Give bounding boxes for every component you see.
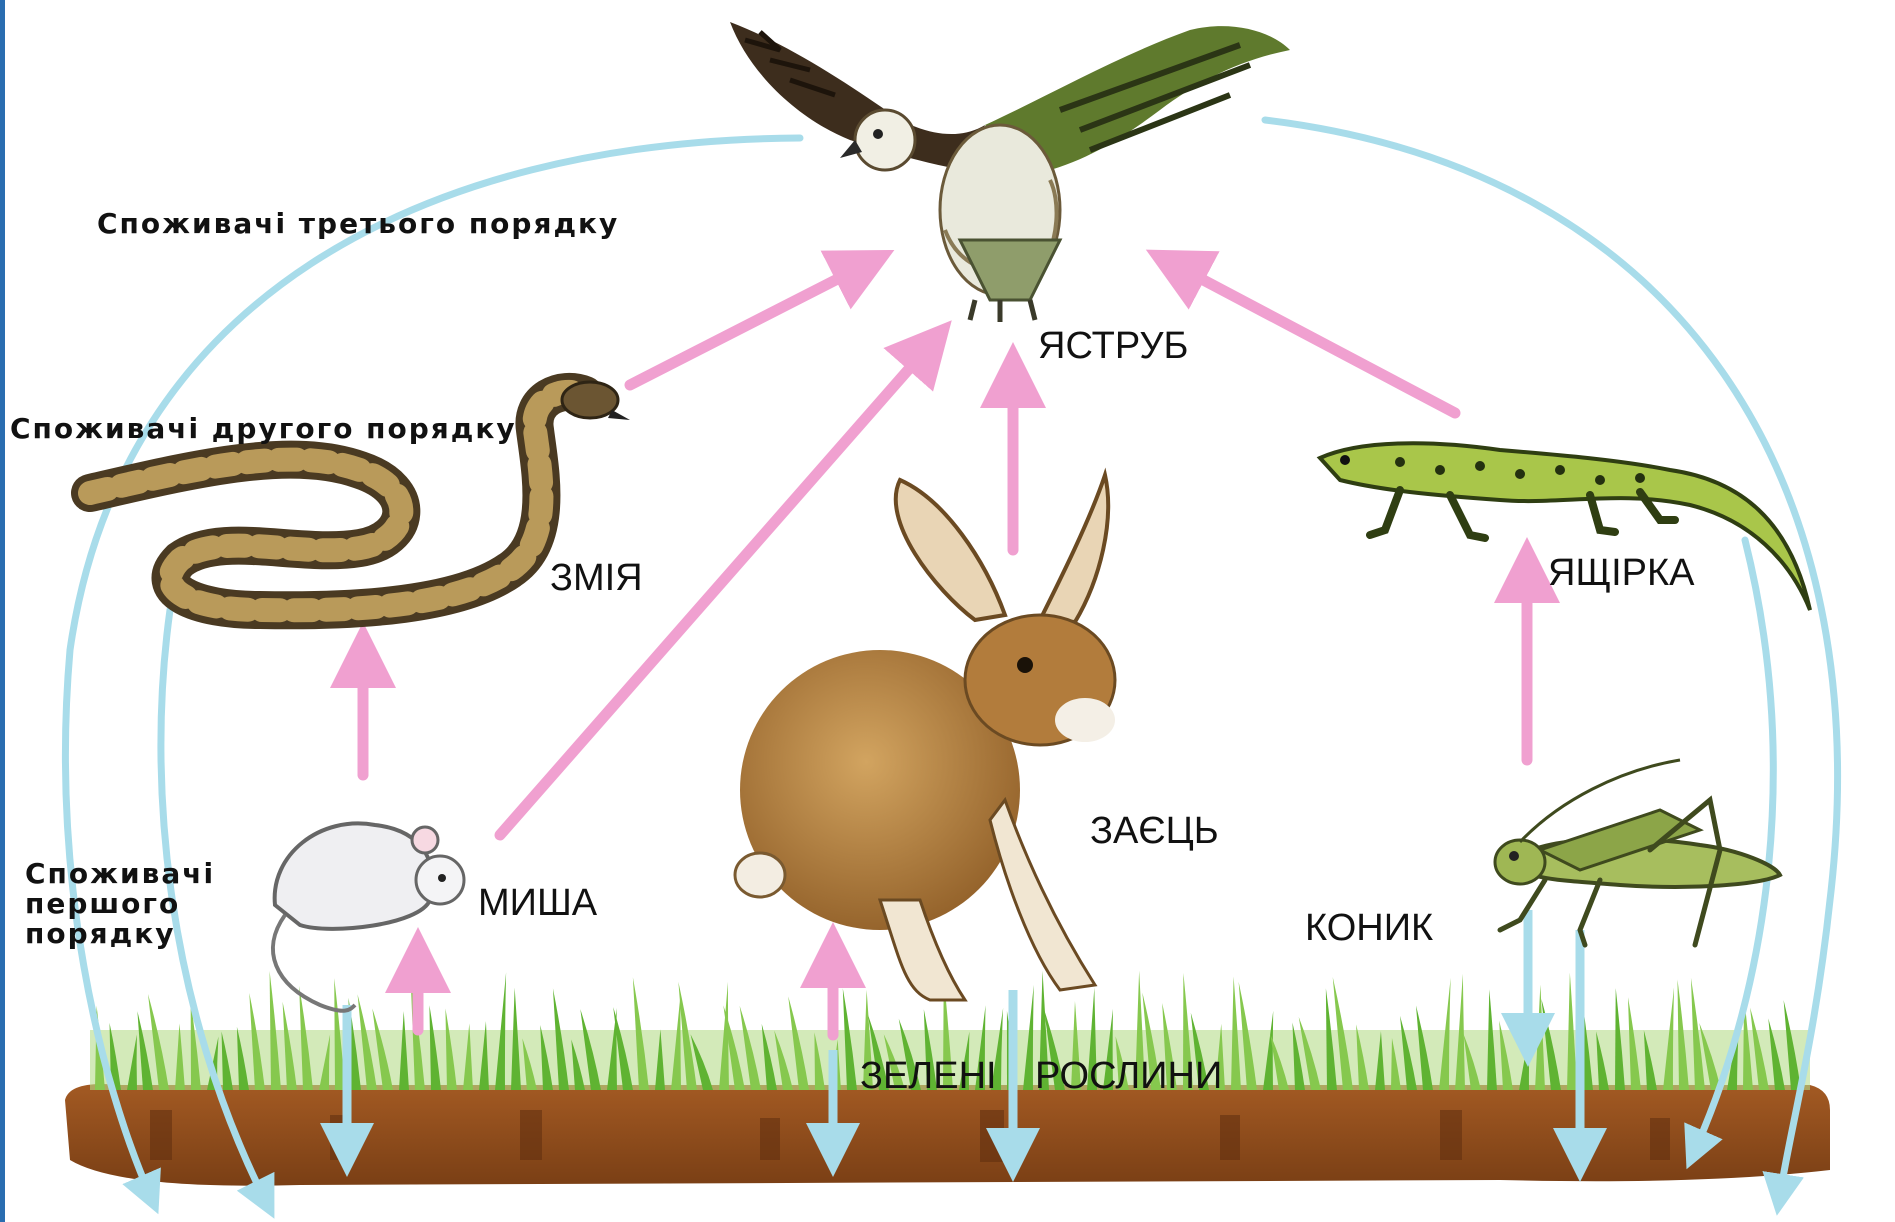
soil (65, 1084, 1830, 1186)
label-consumers-first-line3: порядку (25, 917, 175, 950)
label-snake: ЗМІЯ (550, 557, 643, 599)
label-green-plants-2: РОСЛИНИ (1035, 1055, 1222, 1097)
grasshopper-illustration (1495, 760, 1780, 945)
label-lizard: ЯЩІРКА (1548, 552, 1695, 594)
label-mouse: МИША (478, 882, 598, 924)
label-hawk: ЯСТРУБ (1038, 325, 1188, 367)
label-green-plants-1: ЗЕЛЕНІ (860, 1055, 997, 1097)
diagram-labels: Споживачі третього порядку Споживачі дру… (10, 207, 1695, 1097)
label-hare: ЗАЄЦЬ (1090, 810, 1219, 852)
label-grasshopper: КОНИК (1305, 907, 1433, 949)
mouse-illustration (273, 823, 464, 1010)
label-consumers-second: Споживачі другого порядку (10, 412, 517, 445)
label-consumers-third: Споживачі третього порядку (97, 207, 619, 240)
label-consumers-first-line1: Споживачі (25, 857, 215, 890)
label-consumers-first-line2: першого (25, 887, 180, 920)
hare-illustration (735, 475, 1115, 1000)
